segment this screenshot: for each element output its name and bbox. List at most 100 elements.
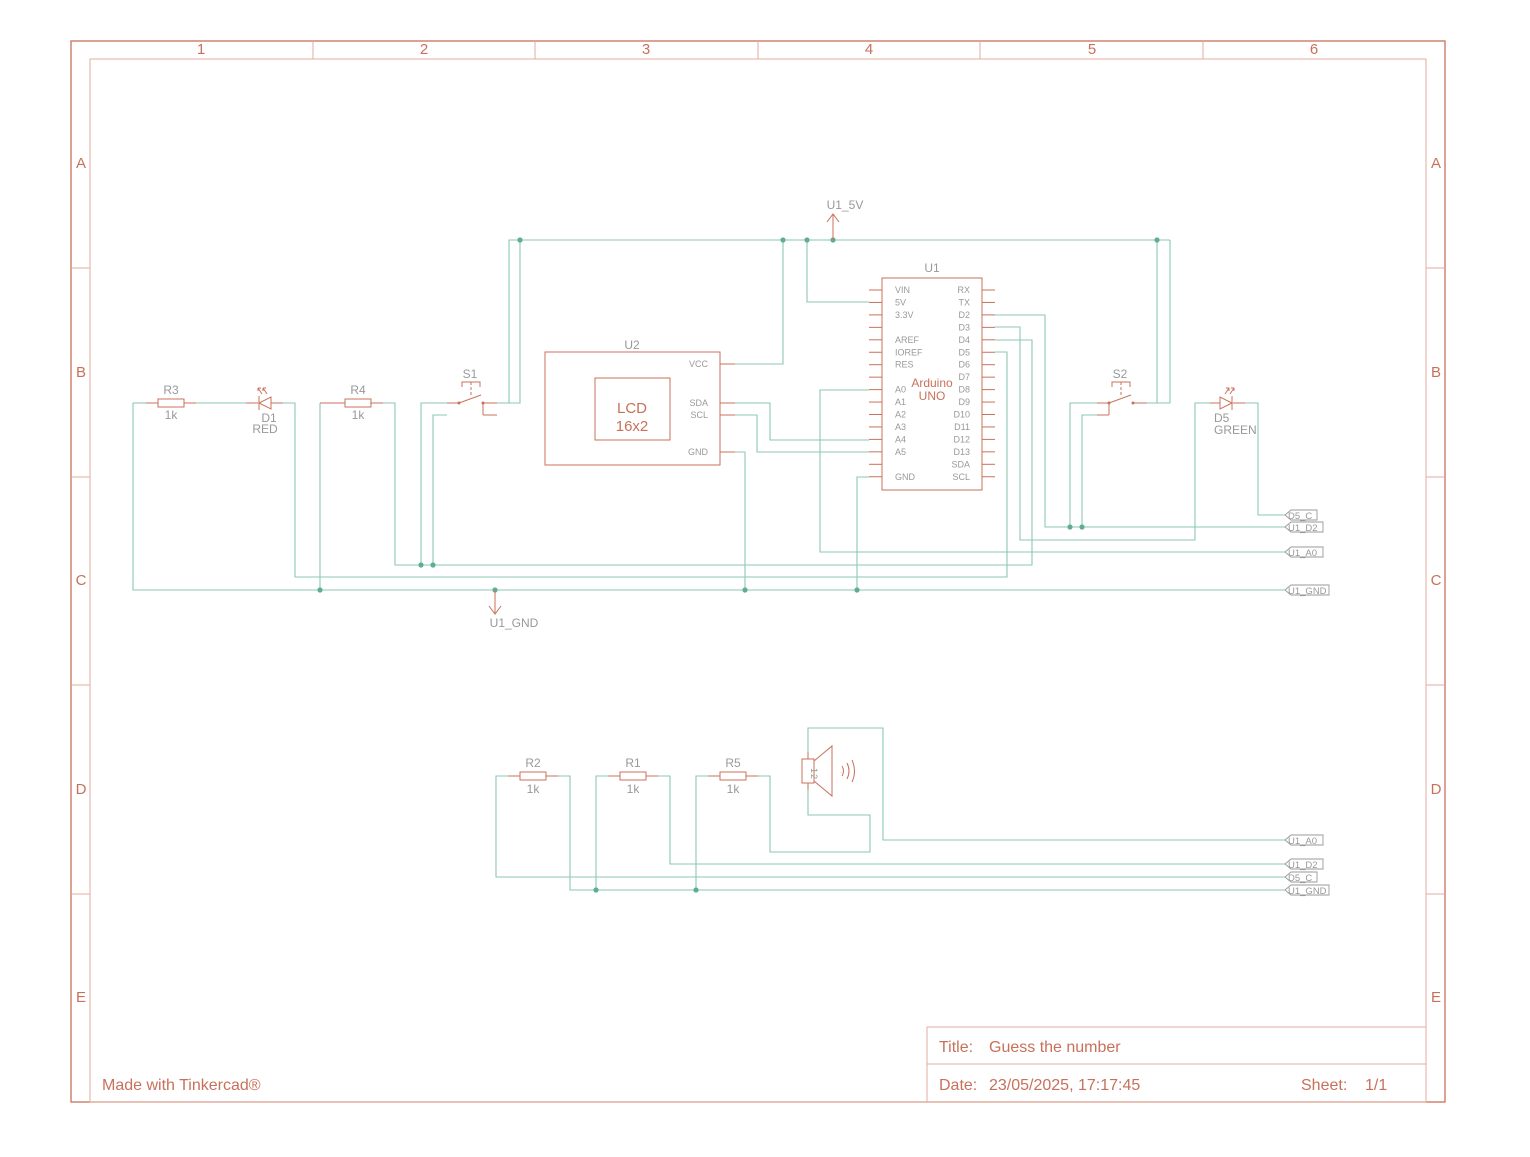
d5-value: GREEN — [1214, 423, 1257, 437]
arduino-pin-label: A0 — [895, 385, 906, 395]
resistor-r2[interactable]: R2 1k — [508, 756, 558, 796]
net-tag-label: D5_C — [1288, 511, 1312, 522]
net-tag-label: D5_C — [1288, 873, 1312, 884]
row-label: D — [76, 781, 87, 798]
row-label: B — [76, 364, 86, 381]
piezo-speaker[interactable]: · 1 2 — [801, 744, 855, 798]
arduino-pin-label: A1 — [895, 397, 906, 407]
arduino-u1[interactable]: U1 Arduino UNO VIN5V3.3VAREFIOREFRESA0A1… — [869, 261, 995, 491]
net-tag: D5_C — [1284, 871, 1318, 884]
arduino-pin-label: 5V — [895, 297, 906, 307]
net-tag-label: U1_GND — [1288, 886, 1327, 897]
speaker-pin2: 2 — [809, 774, 819, 779]
speaker-pin1: 1 — [809, 768, 819, 773]
net-tag: U1_A0 — [1284, 546, 1324, 559]
net-tag: U1_GND — [1284, 584, 1330, 597]
row-ruler: A B C D E A B C D E — [71, 155, 1445, 1006]
date-value: 23/05/2025, 17:17:45 — [989, 1077, 1140, 1094]
wires — [132, 239, 1285, 891]
arduino-pin-label: D8 — [958, 385, 970, 395]
arduino-pin-label: A2 — [895, 410, 906, 420]
row-label: E — [1431, 989, 1441, 1006]
arduino-pin-label: D6 — [958, 360, 970, 370]
lcd-line2: 16x2 — [616, 418, 649, 435]
arduino-pin-label: 3.3V — [895, 310, 914, 320]
arduino-pin-label: D3 — [958, 322, 970, 332]
date-label: Date: — [939, 1077, 977, 1094]
r2-ref: R2 — [525, 756, 541, 770]
r2-value: 1k — [527, 782, 541, 796]
lcd-pin-sda: SDA — [689, 398, 708, 408]
vcc-symbol: U1_5V — [826, 198, 864, 240]
sheet-label: Sheet: — [1301, 1077, 1347, 1094]
lcd-pin-gnd: GND — [688, 447, 709, 457]
arduino-pin-label: AREF — [895, 335, 920, 345]
d1-ref: D1 — [261, 411, 277, 425]
lcd-u2[interactable]: LCD 16x2 U2 VCC SDA SCL GND — [544, 338, 735, 466]
arduino-pin-label: A3 — [895, 422, 906, 432]
resistor-r1[interactable]: R1 1k — [608, 756, 658, 796]
sheet-value: 1/1 — [1365, 1077, 1387, 1094]
arduino-pin-label: GND — [895, 472, 916, 482]
arduino-pin-label: IOREF — [895, 347, 923, 357]
vcc-label: U1_5V — [827, 198, 864, 212]
row-label: C — [76, 572, 87, 589]
arduino-pin-label: A4 — [895, 434, 906, 444]
r4-ref: R4 — [350, 383, 366, 397]
net-tag-label: U1_A0 — [1288, 548, 1317, 559]
arduino-pin-label: SDA — [951, 459, 970, 469]
r5-ref: R5 — [725, 756, 741, 770]
junctions — [317, 237, 1160, 893]
net-tag: U1_GND — [1284, 884, 1330, 897]
d5-ref: D5 — [1214, 411, 1230, 425]
lcd-pin-vcc: VCC — [689, 359, 709, 369]
u1-ref: U1 — [924, 261, 940, 275]
net-tag: U1_D2 — [1284, 858, 1324, 871]
arduino-pin-label: D7 — [958, 372, 970, 382]
r4-value: 1k — [352, 408, 366, 422]
arduino-pin-label: D10 — [953, 410, 970, 420]
resistor-r3[interactable]: R3 1k — [146, 383, 196, 422]
arduino-pin-label: TX — [958, 297, 970, 307]
row-label: A — [76, 155, 86, 172]
arduino-pin-label: VIN — [895, 285, 910, 295]
title-value: Guess the number — [989, 1039, 1121, 1056]
inner-frame — [89, 58, 1427, 1103]
column-label: 5 — [1088, 41, 1096, 58]
s1-ref: S1 — [463, 367, 478, 381]
net-tag: D5_C — [1284, 509, 1318, 522]
led-d1[interactable]: D1 RED — [246, 387, 283, 436]
switch-s1[interactable]: S1 — [447, 367, 497, 416]
r3-value: 1k — [165, 408, 179, 422]
column-label: 3 — [642, 41, 650, 58]
net-tag-label: U1_A0 — [1288, 836, 1317, 847]
speaker-dot: · — [840, 770, 842, 776]
switch-s2[interactable]: S2 — [1097, 367, 1147, 416]
made-with-tinkercad: Made with Tinkercad® — [102, 1077, 261, 1094]
column-ruler: 1 2 3 4 5 6 — [197, 41, 1318, 59]
u2-ref: U2 — [624, 338, 640, 352]
lcd-line1: LCD — [617, 400, 647, 417]
r3-ref: R3 — [163, 383, 179, 397]
column-label: 4 — [865, 41, 873, 58]
gnd-label: U1_GND — [490, 616, 539, 630]
arduino-line1: Arduino — [911, 376, 953, 390]
arduino-pin-label: D9 — [958, 397, 970, 407]
net-tag-label: U1_GND — [1288, 586, 1327, 597]
arduino-pin-label: SCL — [952, 472, 970, 482]
resistor-r5[interactable]: R5 1k — [708, 756, 758, 796]
arduino-pin-label: D12 — [953, 434, 970, 444]
lcd-pin-scl: SCL — [690, 410, 708, 420]
arduino-pin-label: D2 — [958, 310, 970, 320]
arduino-pin-label: D5 — [958, 347, 970, 357]
s2-ref: S2 — [1113, 367, 1128, 381]
resistor-r4[interactable]: R4 1k — [320, 383, 383, 422]
net-tag: U1_A0 — [1284, 834, 1324, 847]
arduino-pin-label: D4 — [958, 335, 970, 345]
title-block: Title: Guess the number Date: 23/05/2025… — [926, 1026, 1426, 1102]
led-d5[interactable]: D5 GREEN — [1210, 387, 1257, 437]
row-label: B — [1431, 364, 1441, 381]
